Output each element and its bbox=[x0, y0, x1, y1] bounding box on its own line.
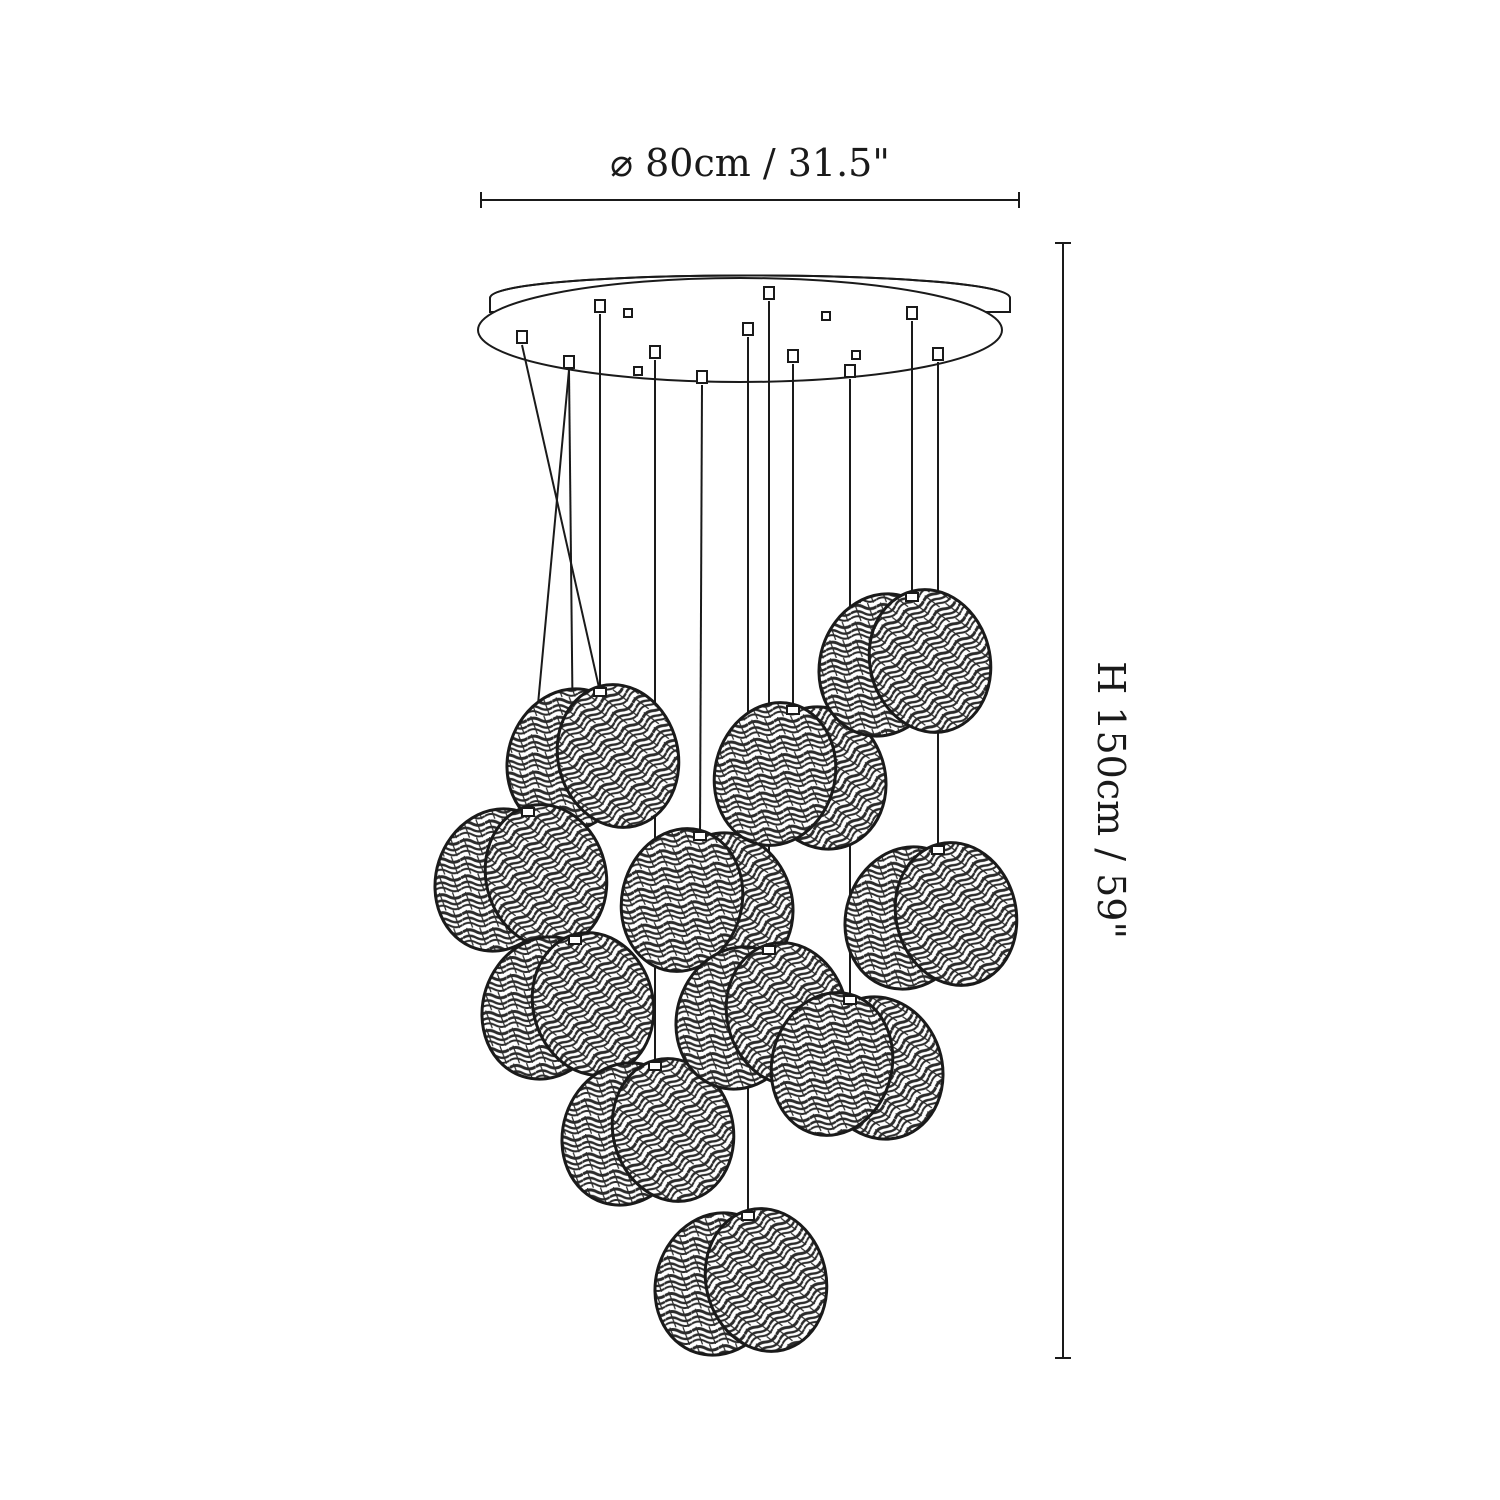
ceiling-canopy bbox=[477, 274, 1011, 383]
pendant-shade bbox=[560, 1057, 736, 1207]
pendant-shades bbox=[433, 588, 1019, 1357]
cable-mount bbox=[763, 286, 775, 300]
pendant-shade bbox=[619, 827, 795, 977]
shade-cap bbox=[648, 1061, 662, 1071]
pendant-cable bbox=[699, 384, 703, 837]
height-label: H 150cm / 59" bbox=[1089, 661, 1133, 939]
pendant-shade bbox=[433, 803, 609, 953]
pendant-shade bbox=[505, 683, 681, 833]
pendant-shade bbox=[843, 841, 1019, 991]
cable-mount bbox=[844, 364, 856, 378]
pendant-shade bbox=[712, 701, 888, 851]
cable-mount bbox=[516, 330, 528, 344]
cable-mount bbox=[742, 322, 754, 336]
pendant-cable bbox=[521, 344, 601, 693]
shade-cap bbox=[762, 945, 776, 955]
diameter-dimension: ⌀ 80cm / 31.5" bbox=[480, 141, 1020, 208]
cable-mount bbox=[563, 355, 575, 369]
cable-mount bbox=[649, 345, 661, 359]
shade-cap bbox=[568, 935, 582, 945]
pendant-shade bbox=[817, 588, 993, 738]
shade-cap bbox=[693, 831, 707, 841]
canopy-screw bbox=[851, 350, 861, 360]
shade-cap bbox=[593, 687, 607, 697]
canopy-screw bbox=[821, 311, 831, 321]
canopy-mounts bbox=[516, 286, 944, 384]
cable-mount bbox=[594, 299, 606, 313]
shade-cap bbox=[931, 845, 945, 855]
shade-cap bbox=[521, 807, 535, 817]
cable-mount bbox=[696, 370, 708, 384]
pendant-shade bbox=[653, 1207, 829, 1357]
cable-mount bbox=[932, 347, 944, 361]
height-dimension: H 150cm / 59" bbox=[1055, 242, 1133, 1359]
cable-mount bbox=[906, 306, 918, 320]
canopy-screw bbox=[633, 366, 643, 376]
diameter-label: ⌀ 80cm / 31.5" bbox=[610, 141, 890, 185]
shade-cap bbox=[786, 705, 800, 715]
shade-cap bbox=[905, 592, 919, 602]
cable-mount bbox=[787, 349, 799, 363]
shade-cap bbox=[843, 995, 857, 1005]
shade-cap bbox=[741, 1211, 755, 1221]
pendant-shade bbox=[769, 991, 945, 1141]
canopy-screw bbox=[623, 308, 633, 318]
